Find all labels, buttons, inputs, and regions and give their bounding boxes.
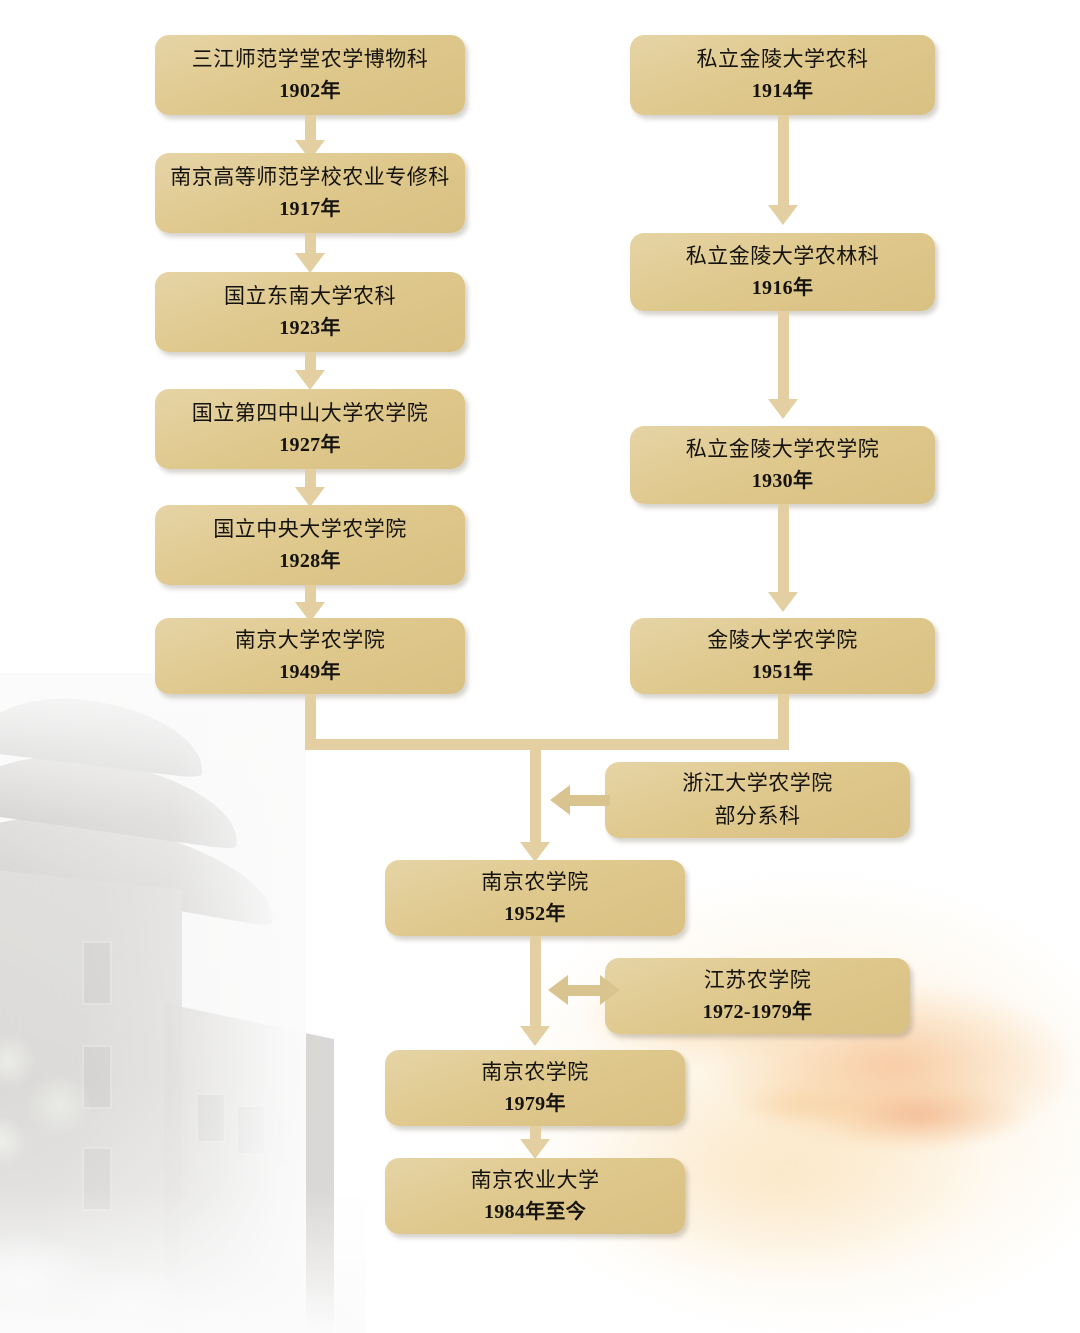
edge-1930-1951 (778, 504, 789, 596)
edge-merge-1952 (530, 739, 541, 847)
arrowhead-left-icon (548, 975, 568, 1005)
node-year: 1951年 (751, 661, 814, 684)
edge-1902-1917 (305, 115, 316, 145)
node-zhejiang[interactable]: 浙江大学农学院 部分系科 (605, 762, 910, 838)
node-1930[interactable]: 私立金陵大学农学院 1930年 (630, 426, 935, 504)
arrowhead-down-icon (768, 399, 798, 419)
node-year: 1952年 (504, 903, 566, 926)
node-year: 1914年 (751, 80, 814, 103)
node-1902[interactable]: 三江师范学堂农学博物科 1902年 (155, 35, 465, 115)
arrowhead-down-icon (295, 370, 325, 390)
edge-1979-1984 (530, 1126, 541, 1144)
node-1927[interactable]: 国立第四中山大学农学院 1927年 (155, 389, 465, 469)
arrowhead-left-icon (550, 785, 570, 815)
node-1949[interactable]: 南京大学农学院 1949年 (155, 618, 465, 694)
node-year: 1930年 (751, 470, 814, 493)
arrowhead-down-icon (295, 602, 325, 622)
edge-1923-1927 (305, 352, 316, 375)
edge-1917-1923 (305, 233, 316, 258)
node-year: 1923年 (279, 317, 341, 340)
node-subtitle: 部分系科 (714, 803, 801, 828)
edge-1951-merge (778, 694, 789, 750)
edge-1914-1916 (778, 115, 789, 210)
node-year: 1917年 (279, 198, 341, 221)
arrowhead-down-icon (520, 1139, 550, 1159)
edge-1949-merge (305, 694, 316, 750)
node-title: 浙江大学农学院 (682, 771, 833, 796)
node-title: 南京大学农学院 (234, 627, 386, 652)
node-1916[interactable]: 私立金陵大学农林科 1916年 (630, 233, 935, 311)
edge-1928-1949 (305, 585, 316, 610)
node-year: 1984年至今 (483, 1201, 587, 1224)
node-title: 南京农学院 (481, 869, 589, 894)
node-title: 金陵大学农学院 (707, 627, 858, 652)
arrowhead-down-icon (520, 1026, 550, 1046)
arrowhead-down-icon (768, 205, 798, 225)
node-title: 私立金陵大学农学院 (685, 436, 880, 461)
node-title: 三江师范学堂农学博物科 (191, 46, 429, 71)
node-title: 国立中央大学农学院 (213, 516, 407, 541)
node-1984[interactable]: 南京农业大学 1984年至今 (385, 1158, 685, 1234)
node-1979[interactable]: 南京农学院 1979年 (385, 1050, 685, 1126)
node-title: 国立第四中山大学农学院 (191, 400, 429, 425)
node-year: 1979年 (504, 1093, 566, 1116)
node-year: 1949年 (279, 661, 341, 684)
arrowhead-down-icon (295, 487, 325, 507)
node-1917[interactable]: 南京高等师范学校农业专修科 1917年 (155, 153, 465, 233)
arrowhead-down-icon (768, 592, 798, 612)
node-jiangsu[interactable]: 江苏农学院 1972-1979年 (605, 958, 910, 1034)
edge-1927-1928 (305, 469, 316, 492)
node-year: 1927年 (279, 434, 341, 457)
arrowhead-down-icon (295, 253, 325, 273)
node-1914[interactable]: 私立金陵大学农科 1914年 (630, 35, 935, 115)
node-title: 国立东南大学农科 (224, 283, 396, 308)
node-year: 1928年 (279, 550, 341, 573)
node-year: 1916年 (751, 277, 814, 300)
node-1952[interactable]: 南京农学院 1952年 (385, 860, 685, 936)
node-title: 南京农业大学 (470, 1167, 600, 1192)
arrowhead-right-icon (600, 975, 620, 1005)
node-1951[interactable]: 金陵大学农学院 1951年 (630, 618, 935, 694)
node-1928[interactable]: 国立中央大学农学院 1928年 (155, 505, 465, 585)
node-year: 1972-1979年 (702, 1001, 813, 1024)
edge-1952-jiangsu (568, 985, 610, 996)
edge-zhejiang-1952 (570, 795, 610, 806)
node-title: 私立金陵大学农科 (696, 46, 869, 71)
node-title: 南京农学院 (481, 1059, 589, 1084)
merge-bar (305, 739, 789, 750)
node-1923[interactable]: 国立东南大学农科 1923年 (155, 272, 465, 352)
edge-1952-1979 (530, 936, 541, 1032)
node-title: 南京高等师范学校农业专修科 (170, 164, 450, 189)
edge-1916-1930 (778, 311, 789, 404)
node-year: 1902年 (279, 80, 341, 103)
node-title: 江苏农学院 (703, 967, 812, 992)
node-title: 私立金陵大学农林科 (685, 243, 880, 268)
arrowhead-down-icon (520, 842, 550, 862)
